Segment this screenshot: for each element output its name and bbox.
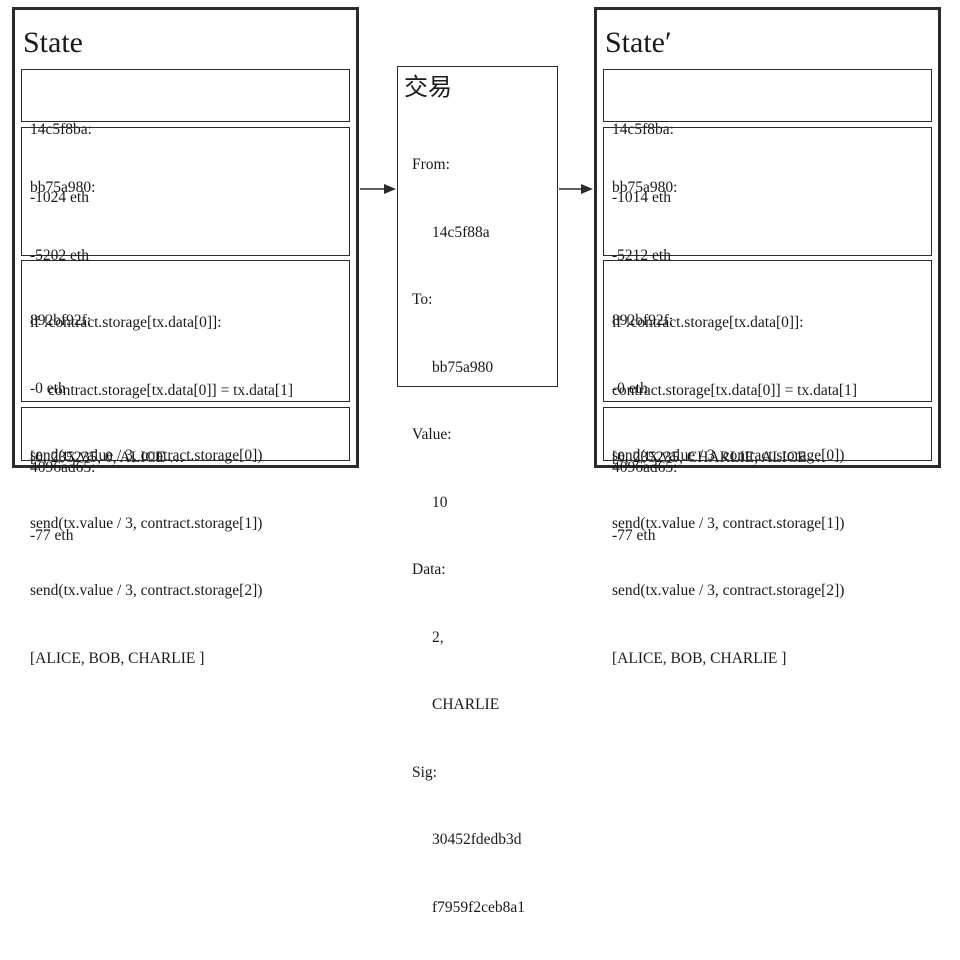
to-label: To: [412,291,433,308]
account-balance: -1014 eth [612,188,671,206]
arrow-transaction-to-state [559,184,593,194]
value-label: Value: [412,426,452,443]
account-balance: -1024 eth [30,188,89,206]
arrows-layer [360,184,593,194]
sig-label: Sig: [412,763,437,781]
account-address: 892bf92f: [30,312,92,329]
account-address: 4096ad65: [612,459,678,476]
code-line: if !contract.storage[tx.data[0]]: [30,314,222,331]
storage-line: [0, 235235, CHARLIE, ALICE … [612,449,826,466]
code-line: contract.storage[tx.data[0]] = tx.data[1… [48,381,294,399]
storage-line: [0, 235235, 0, ALICE … [30,449,185,466]
code-line: send(tx.value / 3, contract.storage[0]) [30,447,263,464]
account-box: 14c5f8ba: -1024 eth [21,69,350,206]
code-line: send(tx.value / 3, contract.storage[2]) [612,582,845,599]
from-value: 14c5f88a [432,223,490,241]
account-balance: -5212 eth [612,246,671,264]
sig-value: f7959f2ceb8a1 [432,898,525,916]
state-after-title: State′ [605,26,672,59]
code-line: contract.storage[tx.data[0]] = tx.data[1… [612,381,858,399]
account-address: 14c5f8ba: [612,121,674,138]
data-label: Data: [412,561,446,578]
to-value: bb75a980 [432,358,494,376]
value-value: 10 [432,493,448,511]
code-line: send(tx.value / 3, contract.storage[2]) [30,582,263,599]
account-box: bb75a980: -5202 eth if !contract.storage… [21,127,350,466]
code-line: if !contract.storage[tx.data[0]]: [612,314,804,331]
account-address: 14c5f8ba: [30,121,92,138]
account-box: 14c5f8ba: -1014 eth [603,69,932,206]
account-address: bb75a980: [30,179,96,196]
account-balance: -5202 eth [30,246,89,264]
state-before-title: State [23,26,83,59]
storage-line: [ALICE, BOB, CHARLIE ] [30,649,205,667]
account-balance: -0 eth [30,379,66,397]
account-address: 892bf92f: [612,312,674,329]
account-box: bb75a980: -5212 eth if !contract.storage… [603,127,932,466]
from-label: From: [412,156,450,173]
code-line: send(tx.value / 3, contract.storage[0]) [612,447,845,464]
sig-value: 30452fdedb3d [432,831,522,848]
transaction-title: 交易 [404,75,452,101]
account-address: 4096ad65: [30,459,96,476]
storage-line: [ALICE, BOB, CHARLIE ] [612,649,787,667]
account-balance: -0 eth [612,379,648,397]
account-balance: -77 eth [30,526,74,544]
data-value: CHARLIE [432,696,500,713]
account-balance: -77 eth [612,526,656,544]
account-address: bb75a980: [612,179,678,196]
arrow-state-to-transaction [360,184,396,194]
data-value: 2, [432,628,444,646]
